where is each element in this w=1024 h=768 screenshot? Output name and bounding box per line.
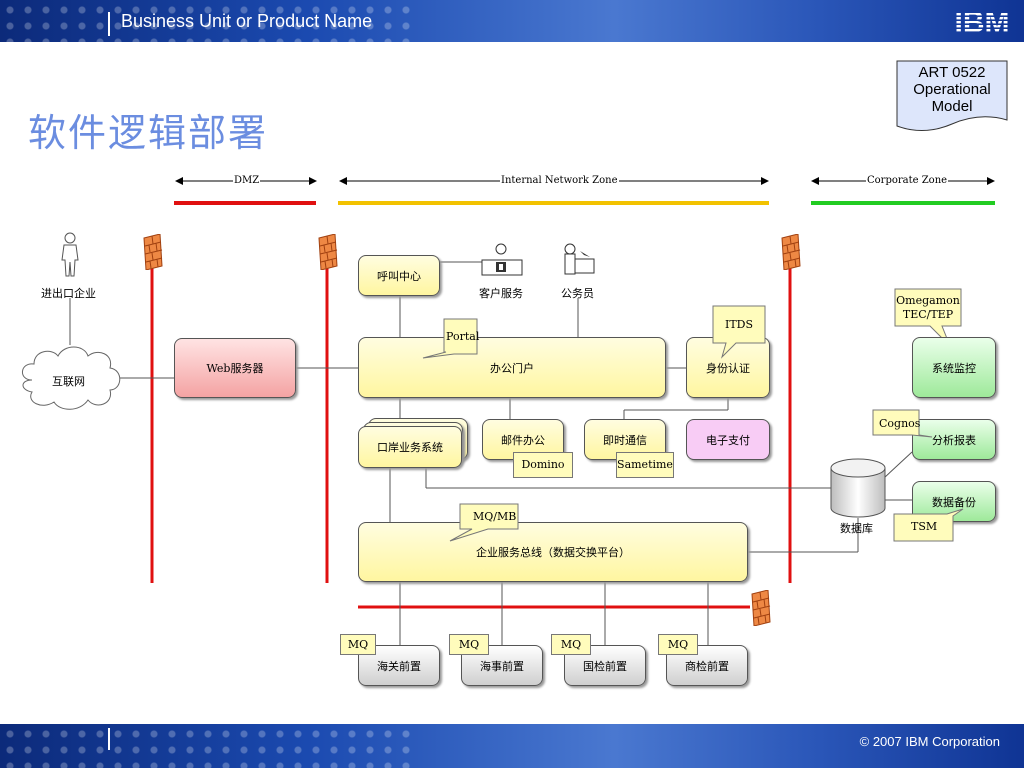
mqmb-callout-shape bbox=[449, 503, 519, 542]
mq-note: MQ bbox=[340, 634, 376, 655]
office-portal-node: 办公门户 bbox=[358, 337, 666, 398]
portal-note: Portal bbox=[446, 330, 480, 343]
omegamon-note: Omegamon TEC/TEP bbox=[896, 294, 960, 321]
customs-frontend-node: 海关前置 bbox=[358, 645, 440, 686]
page-title: 软件逻辑部署 bbox=[28, 111, 269, 155]
header-divider bbox=[108, 12, 110, 36]
commerce-frontend-node: 商检前置 bbox=[666, 645, 748, 686]
document-shape bbox=[896, 60, 1008, 131]
svg-text:IBM: IBM bbox=[955, 6, 1010, 37]
cognos-callout-shape bbox=[872, 409, 933, 438]
cognos-note: Cognos bbox=[879, 417, 921, 430]
art-line-3: Model bbox=[931, 98, 973, 115]
enterprise-label: 进出口企业 bbox=[41, 287, 96, 300]
itds-note: ITDS bbox=[725, 318, 754, 331]
omegamon-callout-shape bbox=[894, 288, 962, 347]
mqmb-note: MQ/MB bbox=[473, 510, 517, 523]
sametime-note: Sametime bbox=[616, 452, 674, 478]
port-business-node: 口岸业务系统 bbox=[358, 426, 462, 468]
tsm-note: TSM bbox=[911, 520, 938, 533]
web-server-node: Web服务器 bbox=[174, 338, 296, 398]
inspection-frontend-node: 国检前置 bbox=[564, 645, 646, 686]
copyright-text: © 2007 IBM Corporation bbox=[859, 734, 1000, 749]
customer-service-label: 客户服务 bbox=[479, 287, 523, 300]
art-document-tag: ART 0522 Operational Model bbox=[896, 60, 1008, 136]
esb-node: 企业服务总线（数据交换平台） bbox=[358, 522, 748, 582]
tsm-callout-shape bbox=[893, 508, 964, 542]
customer-service-icon bbox=[481, 243, 523, 276]
cloud-icon bbox=[22, 346, 121, 410]
e-payment-node: 电子支付 bbox=[686, 419, 770, 460]
header-banner: Business Unit or Product Name IBM bbox=[0, 0, 1024, 42]
zone-label-corporate: Corporate Zone bbox=[866, 175, 949, 186]
domino-note: Domino bbox=[513, 452, 573, 478]
internet-label: 互联网 bbox=[52, 375, 85, 388]
database-label: 数据库 bbox=[840, 522, 873, 535]
itds-callout-shape bbox=[712, 305, 766, 359]
header-pattern bbox=[0, 0, 420, 42]
firewall-icon bbox=[318, 234, 338, 270]
art-line-1: ART 0522 bbox=[918, 64, 986, 81]
zone-label-dmz: DMZ bbox=[233, 175, 261, 186]
mq-note: MQ bbox=[551, 634, 591, 655]
firewall-icon bbox=[751, 590, 771, 626]
system-monitor-node: 系统监控 bbox=[912, 337, 996, 398]
zone-label-internal: Internal Network Zone bbox=[500, 175, 619, 186]
ibm-logo: IBM bbox=[955, 6, 1010, 37]
call-center-node: 呼叫中心 bbox=[358, 255, 440, 296]
database-icon bbox=[830, 458, 886, 518]
art-line-2: Operational bbox=[913, 81, 991, 98]
mq-note: MQ bbox=[658, 634, 698, 655]
analysis-report-node: 分析报表 bbox=[912, 419, 996, 460]
portal-callout-shape bbox=[422, 318, 478, 359]
firewall-icon bbox=[781, 234, 801, 270]
firewall-icon bbox=[143, 234, 163, 270]
header-title: Business Unit or Product Name bbox=[121, 11, 373, 31]
person-icon bbox=[61, 232, 79, 277]
civil-servant-label: 公务员 bbox=[561, 287, 594, 300]
footer-divider bbox=[108, 728, 110, 750]
footer-pattern bbox=[0, 724, 420, 768]
footer-banner: © 2007 IBM Corporation bbox=[0, 724, 1024, 768]
mq-note: MQ bbox=[449, 634, 489, 655]
civil-servant-icon bbox=[564, 243, 595, 275]
